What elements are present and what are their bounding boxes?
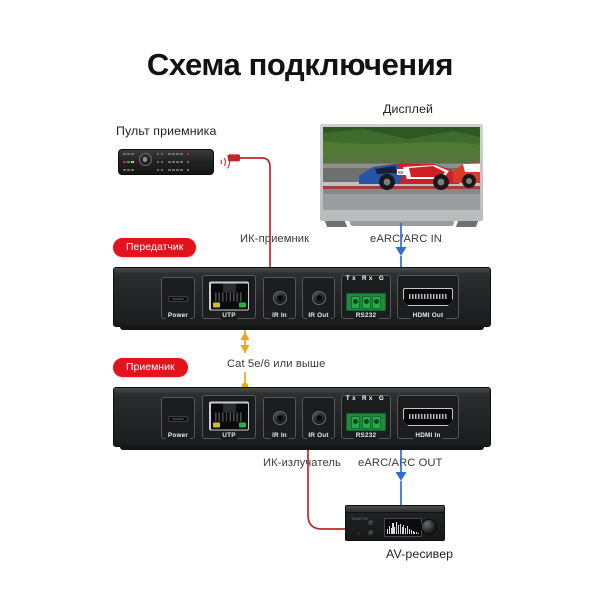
connection-label-earc-in: eARC/ARC IN: [370, 233, 442, 245]
tx-port-hdmi-out[interactable]: HDMI Out: [397, 275, 459, 319]
rj45-icon: [209, 281, 249, 311]
spectrum-bars: [387, 521, 420, 534]
svg-text:68: 68: [398, 170, 404, 175]
jack-icon: [311, 291, 326, 305]
connection-label-cat-cable: Cat 5e/6 или выше: [227, 358, 326, 370]
ir-signal-waves-icon: [216, 152, 232, 172]
jack-icon: [272, 291, 287, 305]
tx-port-ir-out[interactable]: IR Out: [302, 277, 335, 319]
connection-label-ir-receiver: ИК-приемник: [240, 233, 310, 245]
remote-label: Пульт приемника: [116, 124, 217, 138]
badge-transmitter: Передатчик: [113, 238, 197, 257]
tx-port-ir-in[interactable]: IR In: [263, 277, 296, 319]
micro-usb-icon: [168, 415, 188, 422]
remote-control-icon: [118, 149, 214, 175]
rx-port-ir-out[interactable]: IR Out: [302, 397, 335, 439]
badge-receiver: Приемник: [113, 358, 188, 377]
rx-port-power[interactable]: Power: [161, 397, 195, 439]
av-receiver-icon: ONKYO: [345, 505, 445, 541]
receiver-device: Power UTP IR In IR Out Tx Rx: [113, 387, 491, 450]
tx-port-utp[interactable]: UTP: [202, 275, 256, 319]
av-receiver-label: AV-ресивер: [386, 547, 454, 561]
display-label: Дисплей: [383, 102, 433, 116]
rx-port-utp[interactable]: UTP: [202, 395, 256, 439]
page-title: Схема подключения: [146, 47, 454, 82]
micro-usb-icon: [168, 295, 188, 302]
connection-label-ir-emitter: ИК-излучатель: [263, 457, 341, 469]
television-icon: 68: [320, 124, 483, 227]
tx-port-rs232[interactable]: Tx Rx G RS232: [341, 275, 391, 319]
jack-icon: [272, 411, 287, 425]
terminal-block-icon: [346, 293, 386, 311]
hdmi-icon: [403, 288, 453, 306]
connection-label-earc-out: eARC/ARC OUT: [358, 457, 443, 469]
transmitter-device: Power UTP IR In IR Out Tx Rx: [113, 267, 491, 330]
rx-port-rs232[interactable]: Tx Rx G RS232: [341, 395, 391, 439]
rj45-icon: [209, 401, 249, 431]
tx-port-power[interactable]: Power: [161, 277, 195, 319]
jack-icon: [311, 411, 326, 425]
hdmi-icon: [403, 408, 453, 426]
terminal-block-icon: [346, 413, 386, 431]
rx-port-ir-in[interactable]: IR In: [263, 397, 296, 439]
rx-port-hdmi-in[interactable]: HDMI In: [397, 395, 459, 439]
